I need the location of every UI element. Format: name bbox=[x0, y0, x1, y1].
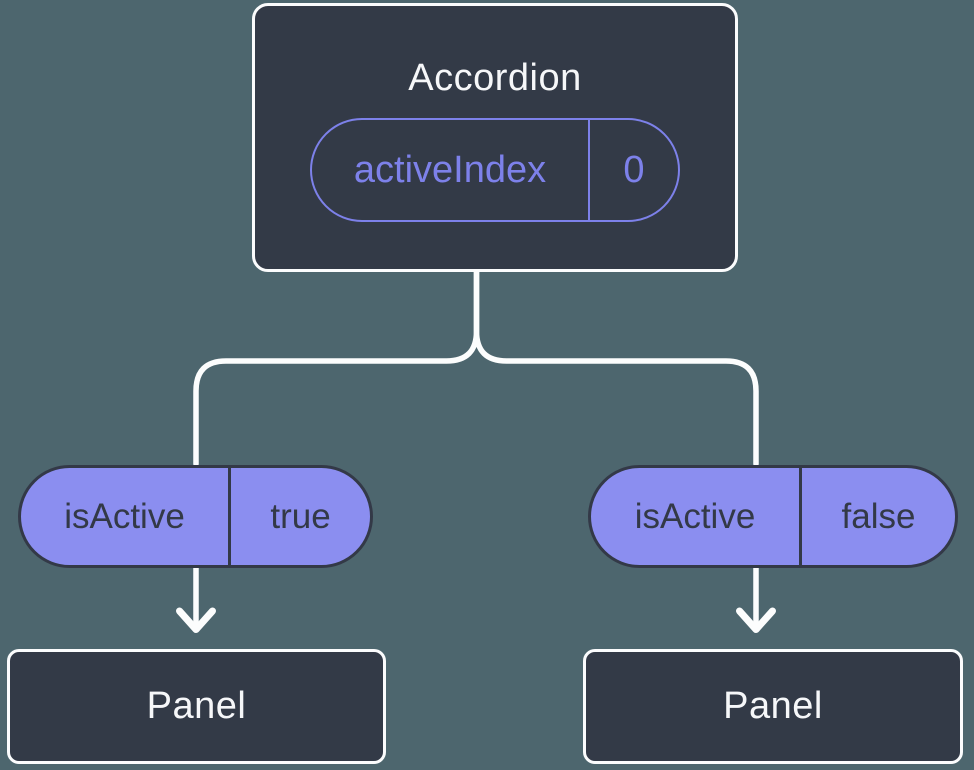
prop-value-label: true bbox=[270, 496, 331, 536]
panel-title: Panel bbox=[723, 685, 823, 727]
prop-value-label: false bbox=[841, 496, 916, 536]
prop-name-label: isActive bbox=[591, 468, 802, 565]
prop-value-label: 0 bbox=[623, 148, 645, 191]
panel-node-left: Panel bbox=[7, 649, 386, 764]
prop-name-label: isActive bbox=[21, 468, 231, 565]
panel-node-right: Panel bbox=[583, 649, 963, 764]
accordion-node: Accordion activeIndex 0 bbox=[252, 3, 738, 272]
is-active-pill-true: isActive true bbox=[18, 465, 373, 568]
arrow-down-right-icon bbox=[736, 607, 776, 633]
connector-root-to-right-child bbox=[473, 267, 759, 467]
active-index-pill: activeIndex 0 bbox=[310, 118, 680, 222]
prop-name-label: activeIndex bbox=[312, 120, 590, 220]
connector-root-to-left-child bbox=[193, 267, 480, 467]
arrow-down-left-icon bbox=[176, 607, 216, 633]
panel-title: Panel bbox=[146, 685, 247, 727]
accordion-title: Accordion bbox=[408, 57, 582, 99]
is-active-pill-false: isActive false bbox=[588, 465, 958, 568]
